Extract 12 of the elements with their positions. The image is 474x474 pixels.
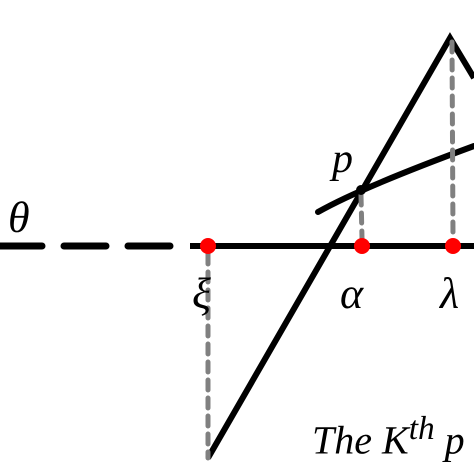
point-marker (200, 238, 216, 254)
point-marker (445, 238, 461, 254)
point-label: ξ (192, 272, 211, 316)
projection-line (206, 252, 210, 460)
angle-label: θ (8, 196, 30, 240)
point-marker (356, 185, 366, 195)
point-marker (354, 238, 370, 254)
point-label: λ (440, 272, 460, 316)
point-label: p (332, 138, 353, 180)
figure-caption: The K$^{th}$ p (312, 412, 465, 460)
point-label: α (340, 272, 364, 316)
projection-line (358, 192, 364, 240)
